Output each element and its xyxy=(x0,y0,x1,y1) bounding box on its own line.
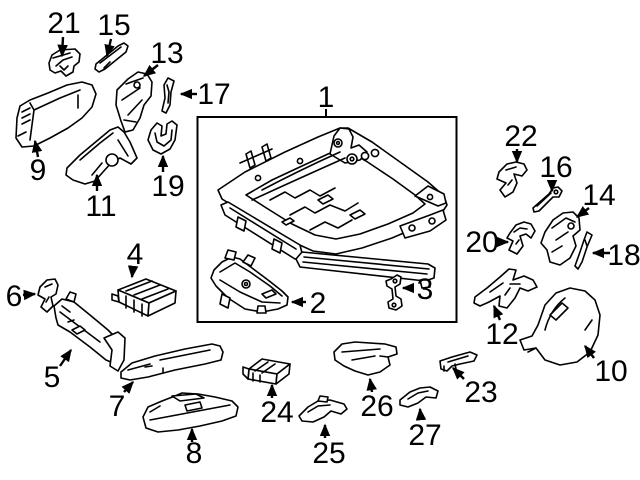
part-16-drawing xyxy=(532,186,563,213)
callout-8: 8 xyxy=(186,437,203,470)
callout-1: 1 xyxy=(318,81,335,114)
part-10-drawing xyxy=(519,287,601,366)
part-23-drawing xyxy=(439,351,478,372)
callout-23: 23 xyxy=(464,376,497,409)
part-8-drawing xyxy=(142,392,239,433)
part-7-drawing xyxy=(120,343,224,381)
callout-26: 26 xyxy=(360,390,393,423)
part-25-drawing xyxy=(298,395,348,423)
arrow-13 xyxy=(142,64,159,77)
arrow-15 xyxy=(104,38,115,58)
part-5-drawing xyxy=(53,291,126,372)
part-19-drawing xyxy=(147,120,178,155)
part-12-drawing xyxy=(473,268,538,309)
callout-10: 10 xyxy=(594,355,627,388)
callout-20: 20 xyxy=(465,226,498,259)
callout-4: 4 xyxy=(127,238,144,271)
part-4-drawing xyxy=(111,278,177,317)
arrow-10 xyxy=(584,344,596,359)
arrow-4 xyxy=(127,265,139,279)
callout-22: 22 xyxy=(504,120,537,153)
part-20-drawing xyxy=(506,221,536,255)
arrow-14 xyxy=(575,206,590,218)
arrow-9 xyxy=(31,139,43,158)
part-15-drawing xyxy=(94,42,129,73)
part-9-drawing xyxy=(15,81,97,148)
arrow-23 xyxy=(452,367,465,380)
part-13-drawing xyxy=(115,71,153,133)
callout-arrows xyxy=(22,36,610,442)
callout-17: 17 xyxy=(197,78,230,111)
arrow-12 xyxy=(492,304,504,321)
callout-labels: 1 2 3 4 5 6 7 8 9 10 11 12 13 14 15 16 1… xyxy=(6,7,640,470)
callout-19: 19 xyxy=(151,170,184,203)
part-21-drawing xyxy=(48,48,81,77)
callout-11: 11 xyxy=(85,190,116,223)
arrow-6 xyxy=(22,289,37,301)
part-26-drawing xyxy=(333,341,398,376)
arrow-27 xyxy=(415,407,427,421)
callout-15: 15 xyxy=(97,9,130,42)
part-2-drawing xyxy=(210,249,289,314)
part-3-drawing xyxy=(385,274,403,311)
callout-16: 16 xyxy=(539,151,572,184)
callout-7: 7 xyxy=(109,390,126,423)
part-1-drawing xyxy=(217,127,448,289)
callout-2: 2 xyxy=(310,287,327,320)
part-24-drawing xyxy=(242,358,291,385)
callout-9: 9 xyxy=(30,154,47,187)
part-11-drawing xyxy=(65,126,138,185)
arrow-5 xyxy=(59,348,72,367)
part-14-drawing xyxy=(540,211,581,266)
callout-25: 25 xyxy=(312,437,345,470)
callout-5: 5 xyxy=(44,361,61,394)
arrow-7 xyxy=(121,381,134,394)
callout-27: 27 xyxy=(408,419,441,452)
arrow-26 xyxy=(366,377,377,393)
callout-18: 18 xyxy=(607,239,640,272)
part-18-drawing xyxy=(574,231,593,270)
part-17-drawing xyxy=(161,77,175,114)
callout-3: 3 xyxy=(417,273,434,306)
arrow-21 xyxy=(57,36,68,58)
callout-24: 24 xyxy=(260,396,293,429)
part-22-drawing xyxy=(496,161,528,198)
callout-14: 14 xyxy=(582,179,615,212)
callout-6: 6 xyxy=(6,280,23,313)
part-6-drawing xyxy=(37,278,59,313)
part-27-drawing xyxy=(399,386,439,408)
callout-12: 12 xyxy=(485,318,518,351)
callout-13: 13 xyxy=(150,37,183,70)
callout-21: 21 xyxy=(47,7,80,40)
